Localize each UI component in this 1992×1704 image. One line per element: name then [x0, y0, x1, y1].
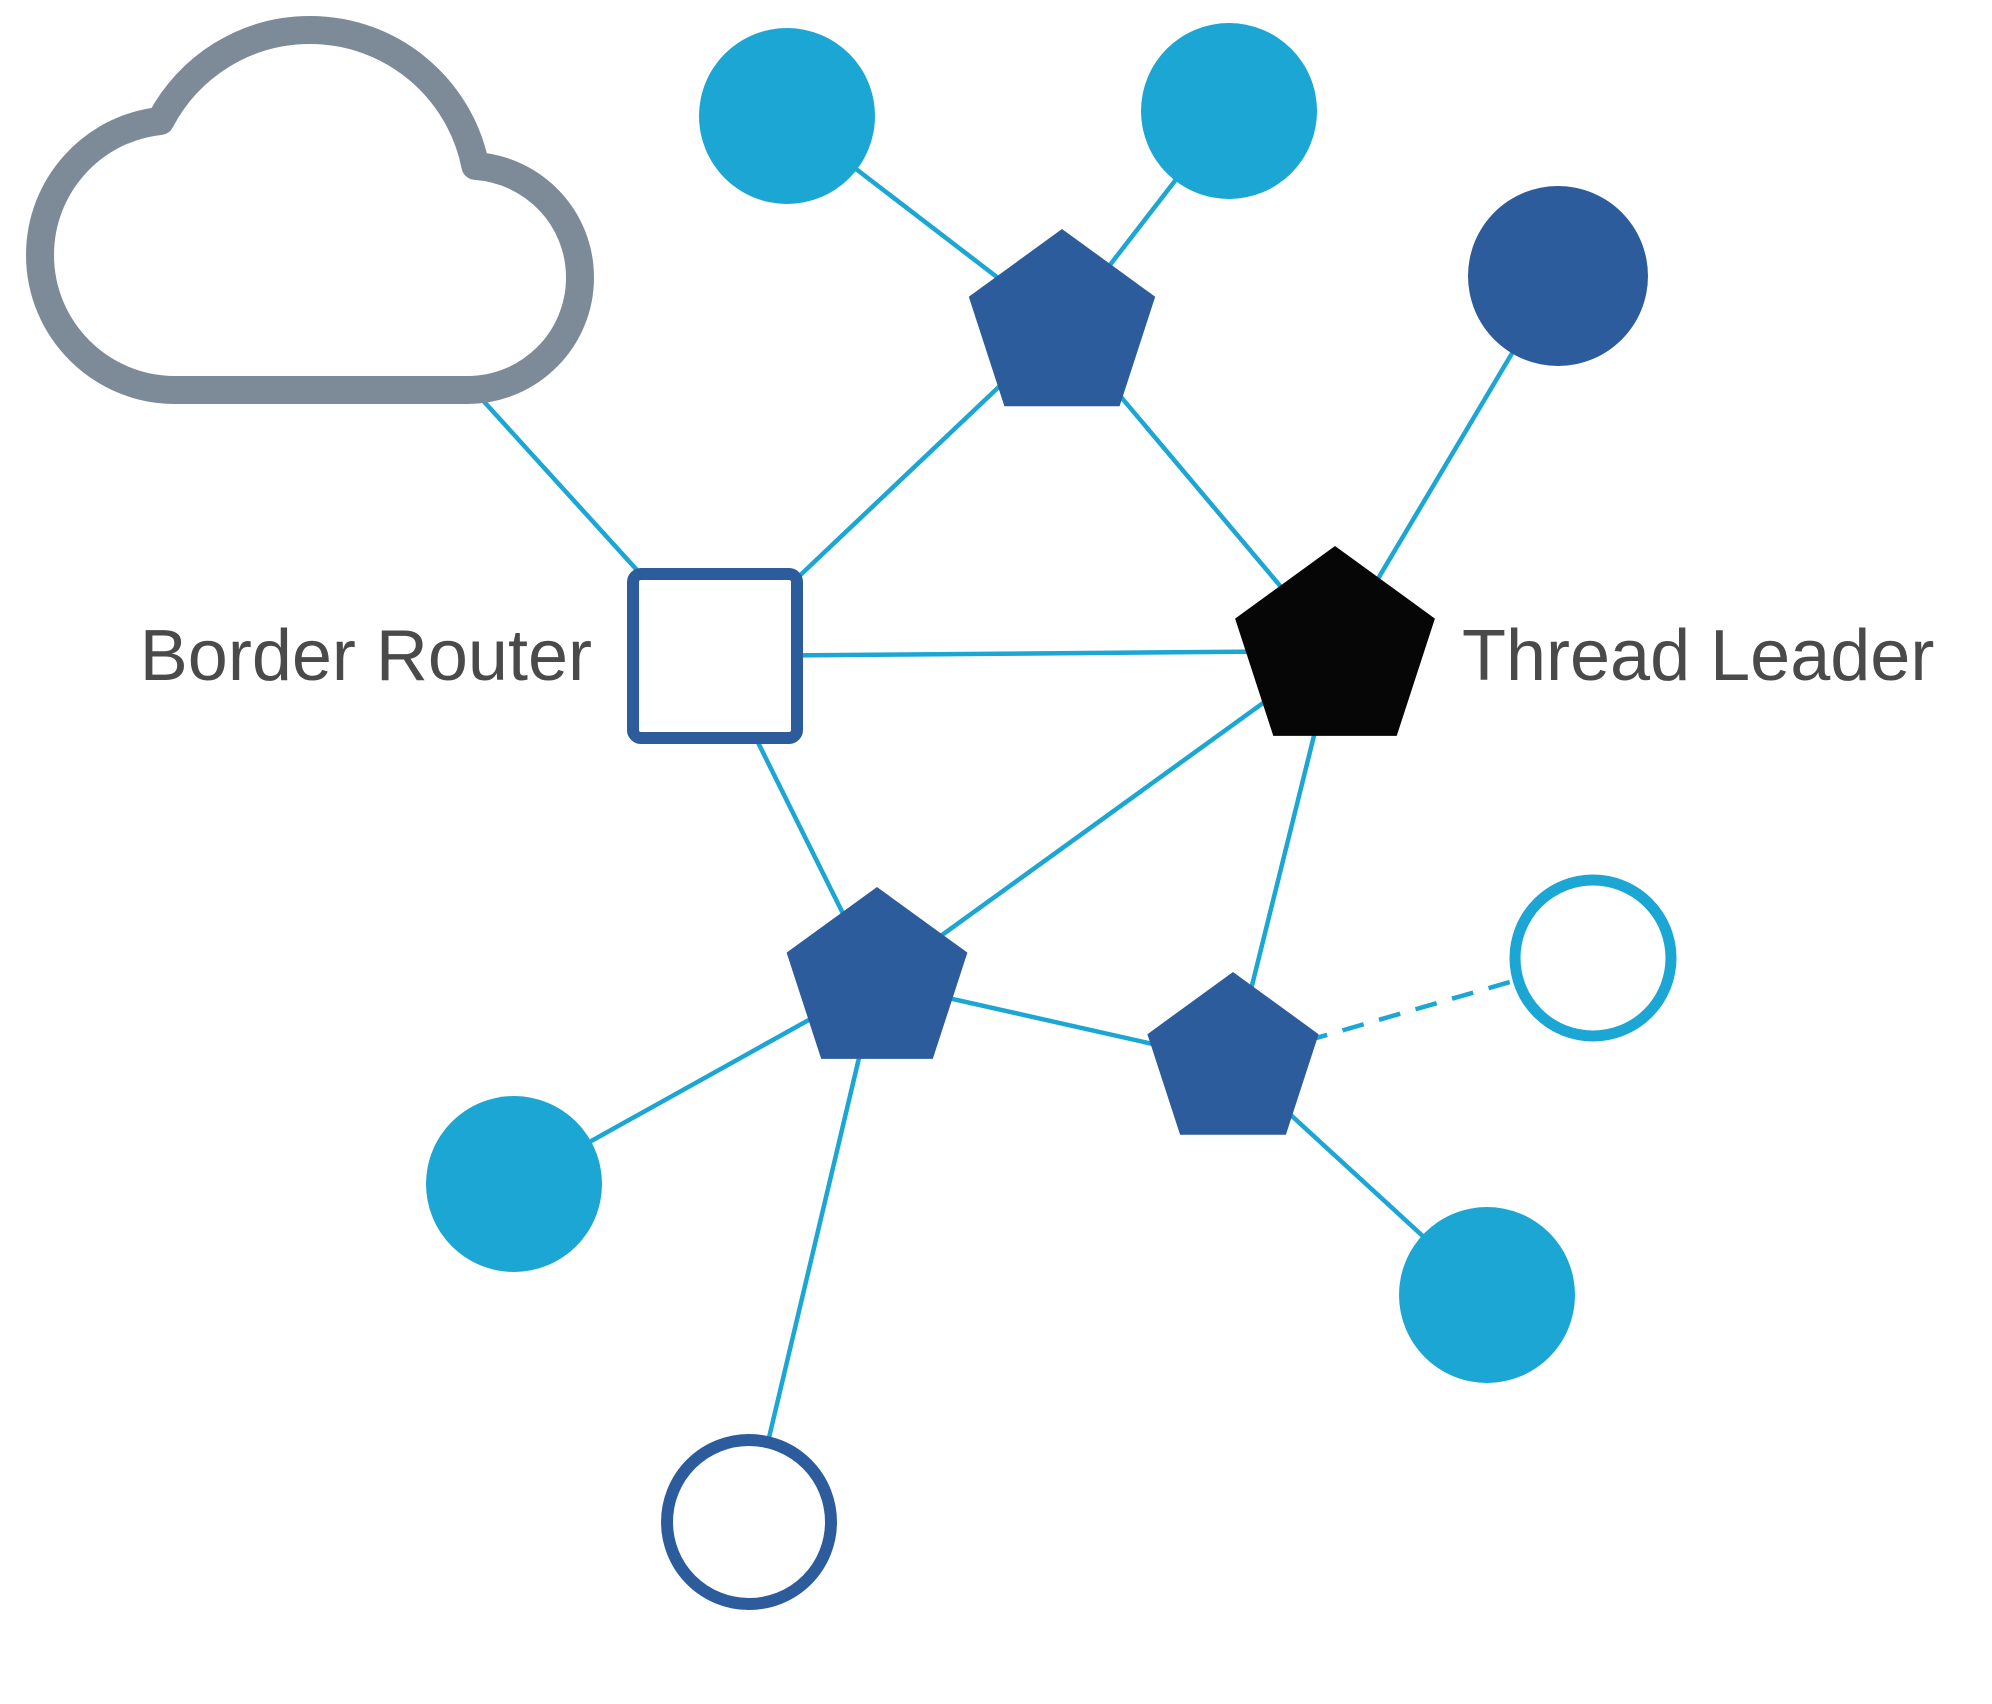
router-top [968, 229, 1156, 407]
link-thread-leader-router-bottom-left [875, 649, 1337, 984]
link-router-bottom-left-outlined-device-bottom [746, 981, 880, 1523]
router-bottom-left [786, 887, 968, 1059]
end-device-top-right [1468, 186, 1648, 366]
border-router-label: Border Router [140, 616, 592, 696]
border-router [627, 568, 803, 744]
end-device-bottom-right [1399, 1207, 1575, 1383]
nodes-layer [26, 16, 1677, 1610]
outlined-device-bottom [661, 1434, 837, 1610]
thread-leader-label: Thread Leader [1462, 616, 1934, 696]
labels-layer: Border Router Thread Leader [140, 616, 1935, 696]
link-border-router-thread-leader [714, 648, 1336, 659]
outlined-device-right [1509, 874, 1677, 1042]
end-device-top-middle [1141, 23, 1317, 199]
router-bottom-right [1147, 972, 1319, 1135]
thread-leader [1235, 546, 1435, 736]
end-device-left [426, 1096, 602, 1272]
end-device-top-left [699, 28, 875, 204]
internet-cloud-icon [26, 16, 594, 404]
